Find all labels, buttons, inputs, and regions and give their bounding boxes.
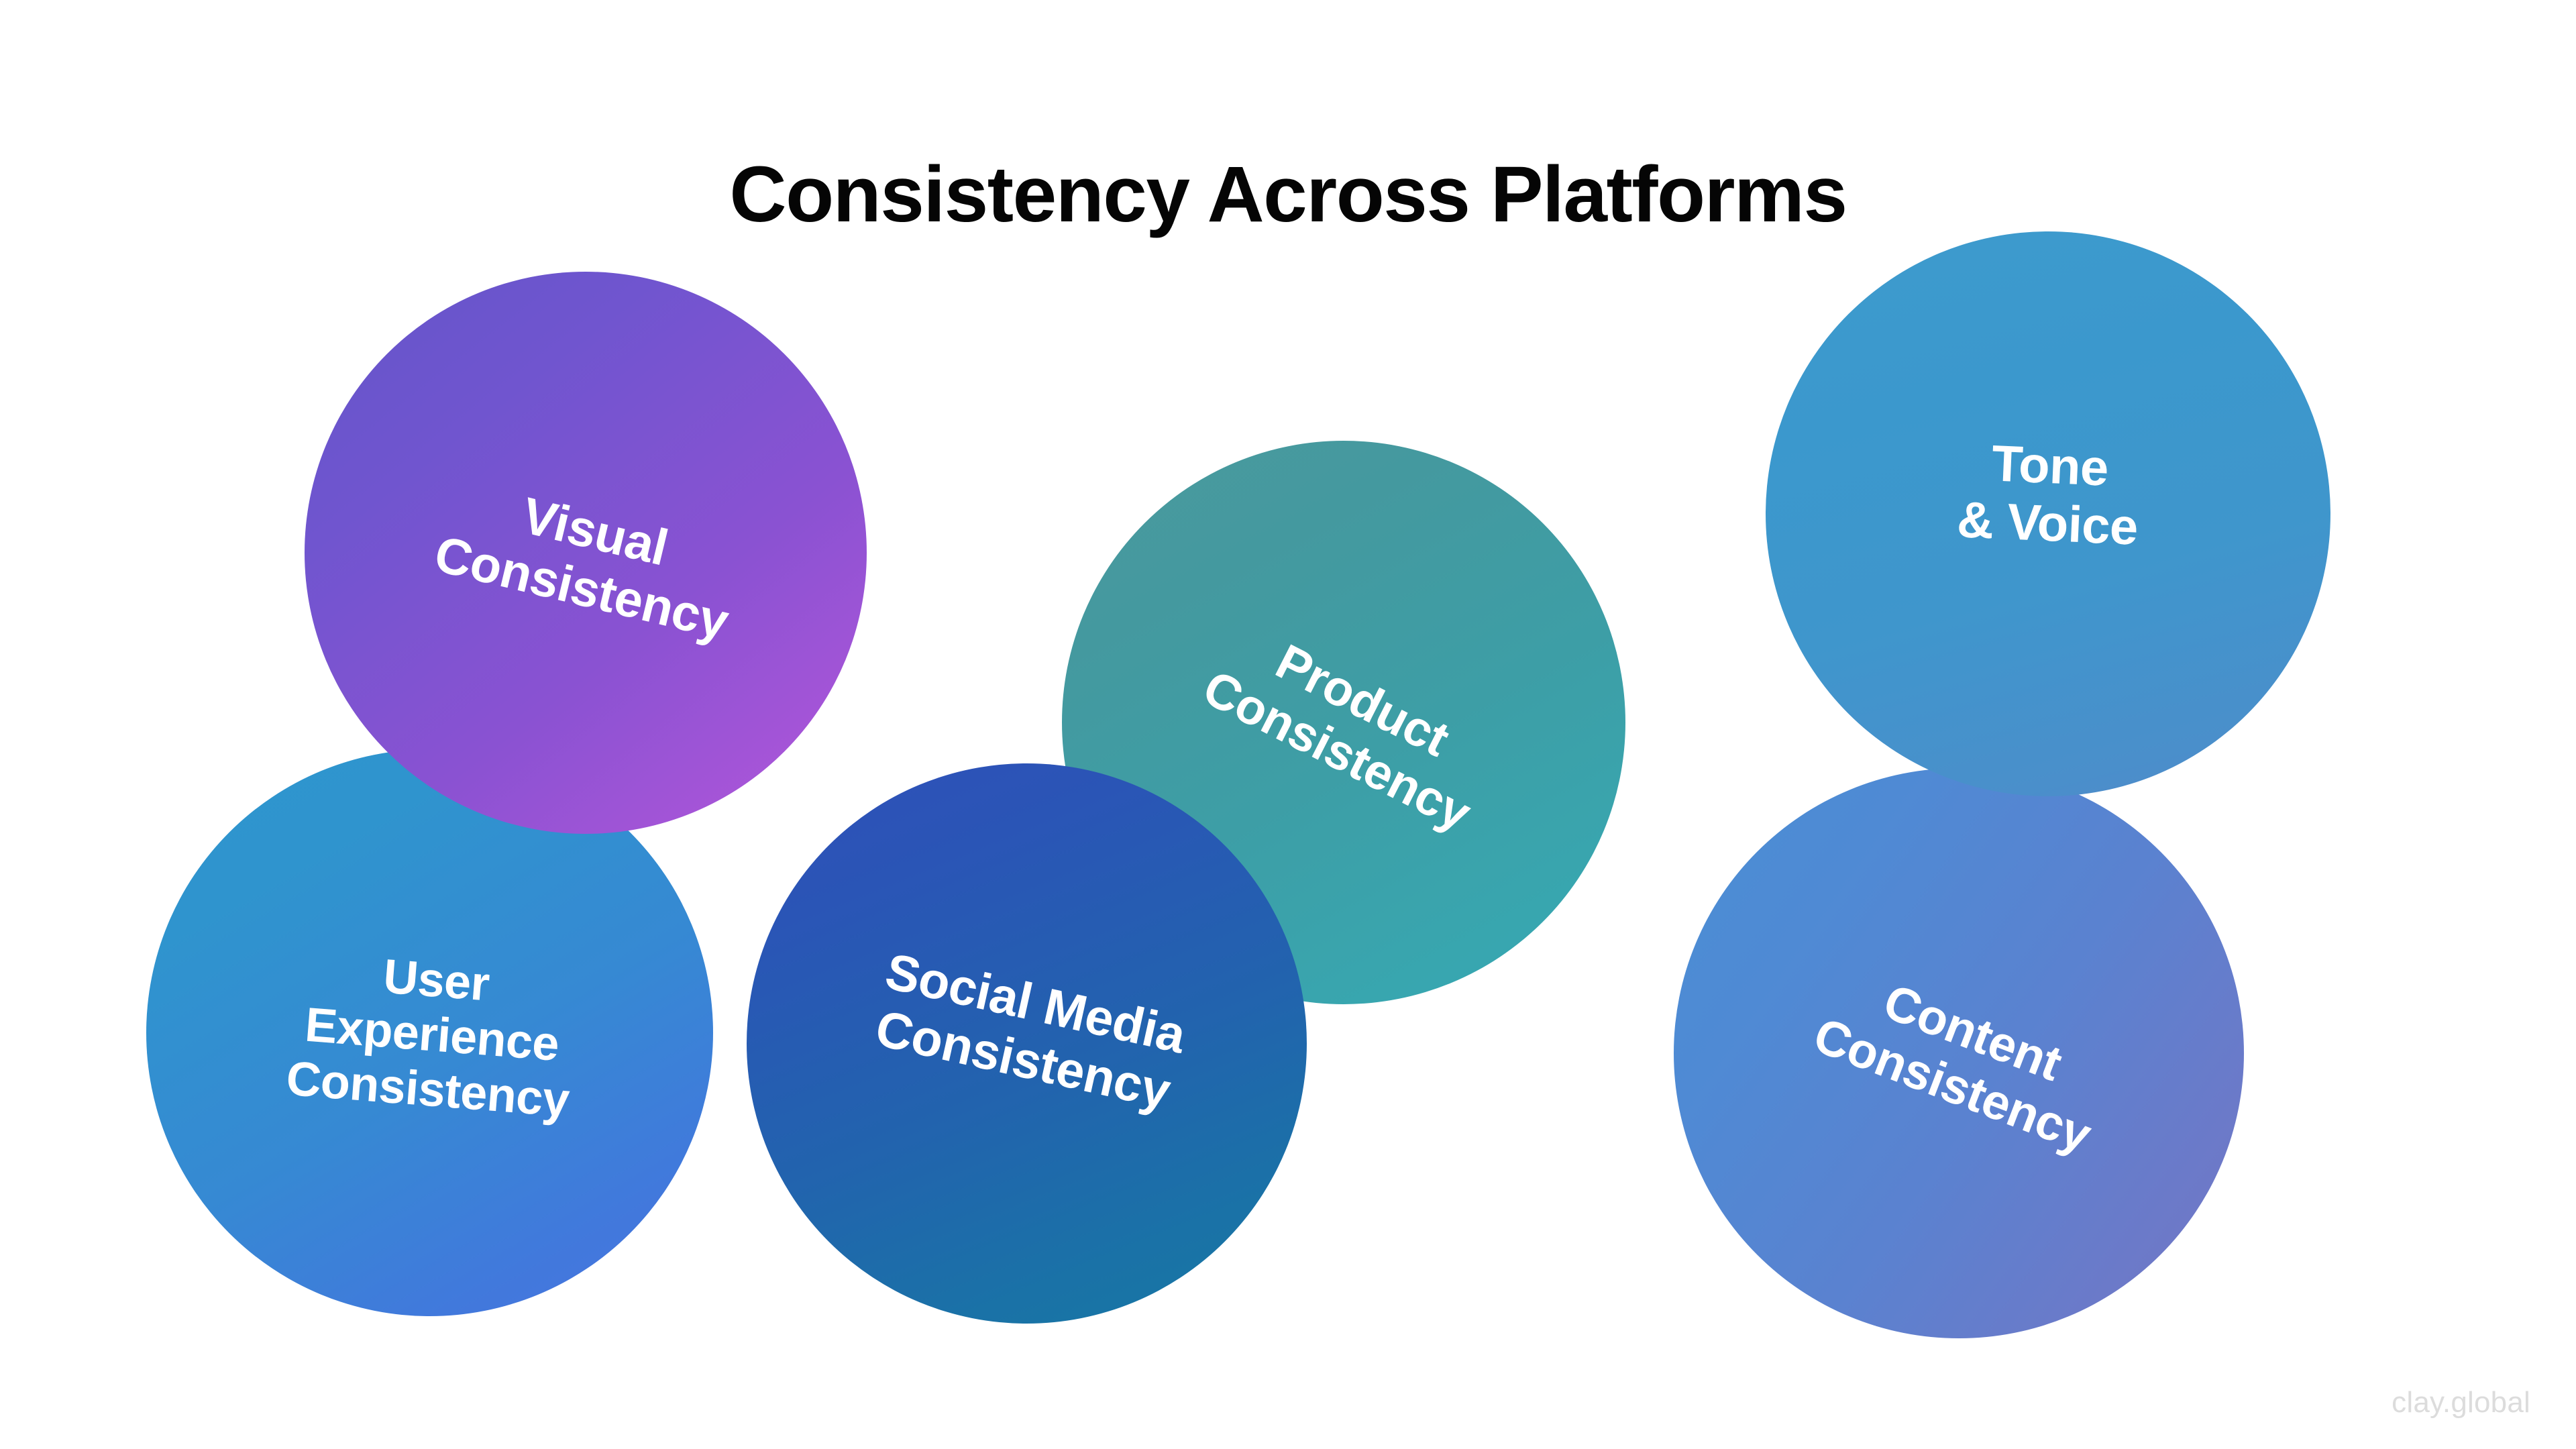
bubble-visual-consistency[interactable]: Visual Consistency	[305, 272, 867, 834]
bubble-social-media-consistency[interactable]: Social Media Consistency	[747, 763, 1307, 1324]
bubble-label-visual-consistency: Visual Consistency	[429, 486, 734, 651]
bubble-tone-and-voice[interactable]: Tone & Voice	[1766, 231, 2330, 796]
bubble-label-user-experience-consistency: User Experience Consistency	[284, 949, 572, 1128]
bubble-label-social-media-consistency: Social Media Consistency	[871, 942, 1191, 1120]
bubble-label-tone-and-voice: Tone & Voice	[1955, 435, 2139, 556]
page-title: Consistency Across Platforms	[729, 150, 1847, 239]
watermark: clay.global	[2392, 1386, 2530, 1419]
bubble-content-consistency[interactable]: Content Consistency	[1674, 768, 2244, 1338]
bubble-user-experience-consistency[interactable]: User Experience Consistency	[146, 749, 713, 1316]
bubble-label-product-consistency: Product Consistency	[1194, 633, 1480, 842]
bubble-label-content-consistency: Content Consistency	[1806, 973, 2099, 1163]
